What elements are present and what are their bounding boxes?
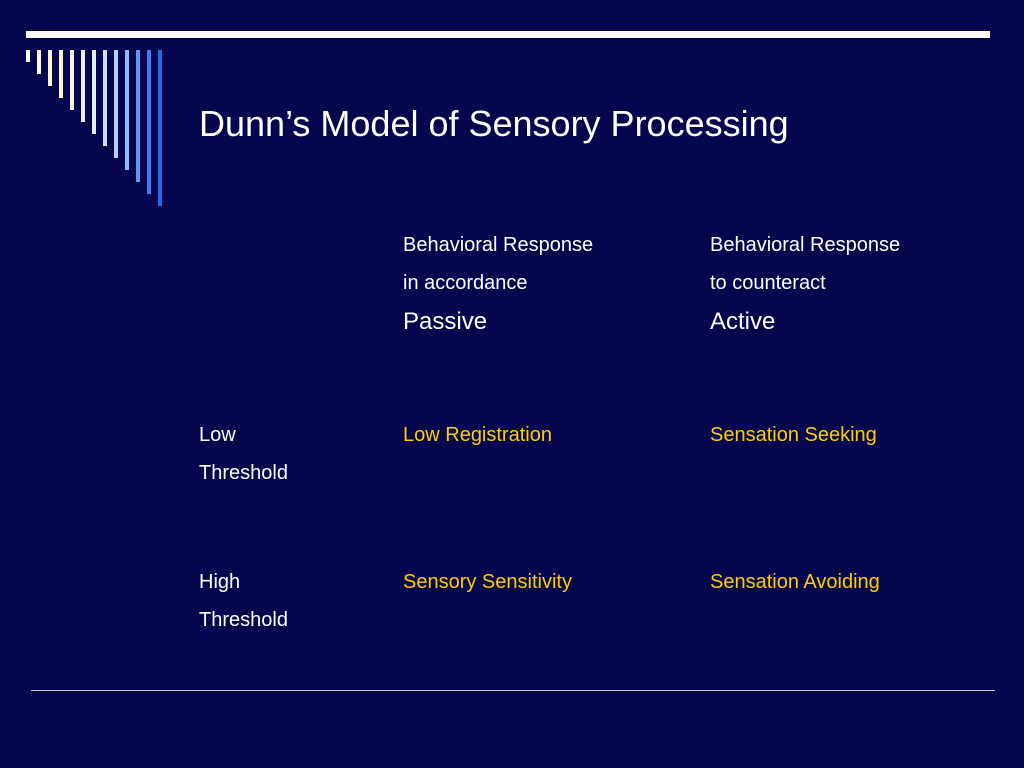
cell-low-registration: Low Registration xyxy=(403,424,552,446)
header-line: to counteract xyxy=(710,272,826,294)
cell-sensation-avoiding: Sensation Avoiding xyxy=(710,571,880,593)
header-line: Behavioral Response xyxy=(710,234,901,256)
stripe xyxy=(136,50,140,182)
cell-sensory-sensitivity: Sensory Sensitivity xyxy=(403,571,572,593)
column-header-passive: Behavioral Response in accordance Passiv… xyxy=(403,226,593,342)
row-label-low-threshold: Low Threshold xyxy=(199,416,288,492)
column-header-active: Behavioral Response to counteract Active xyxy=(710,226,900,342)
stripe xyxy=(81,50,85,122)
row-label-high-threshold: High Threshold xyxy=(199,563,288,639)
stripe xyxy=(125,50,129,170)
row-label-line: High xyxy=(199,571,241,593)
stripe xyxy=(70,50,74,110)
header-line: Behavioral Response xyxy=(403,234,594,256)
row-label-line: Threshold xyxy=(199,462,288,484)
slide-title: Dunn’s Model of Sensory Processing xyxy=(199,103,789,144)
stripe xyxy=(147,50,151,194)
stripe xyxy=(103,50,107,146)
stripe xyxy=(37,50,41,74)
top-rule xyxy=(26,31,990,38)
stripe xyxy=(92,50,96,134)
header-label: Passive xyxy=(403,308,488,335)
header-line: in accordance xyxy=(403,272,528,294)
cell-sensation-seeking: Sensation Seeking xyxy=(710,424,877,446)
stripe xyxy=(114,50,118,158)
stripe xyxy=(48,50,52,86)
stripe xyxy=(26,50,30,62)
row-label-line: Low xyxy=(199,424,236,446)
stripe xyxy=(158,50,162,206)
stripe xyxy=(59,50,63,98)
row-label-line: Threshold xyxy=(199,609,288,631)
bottom-rule xyxy=(31,690,995,691)
header-label: Active xyxy=(710,308,776,335)
